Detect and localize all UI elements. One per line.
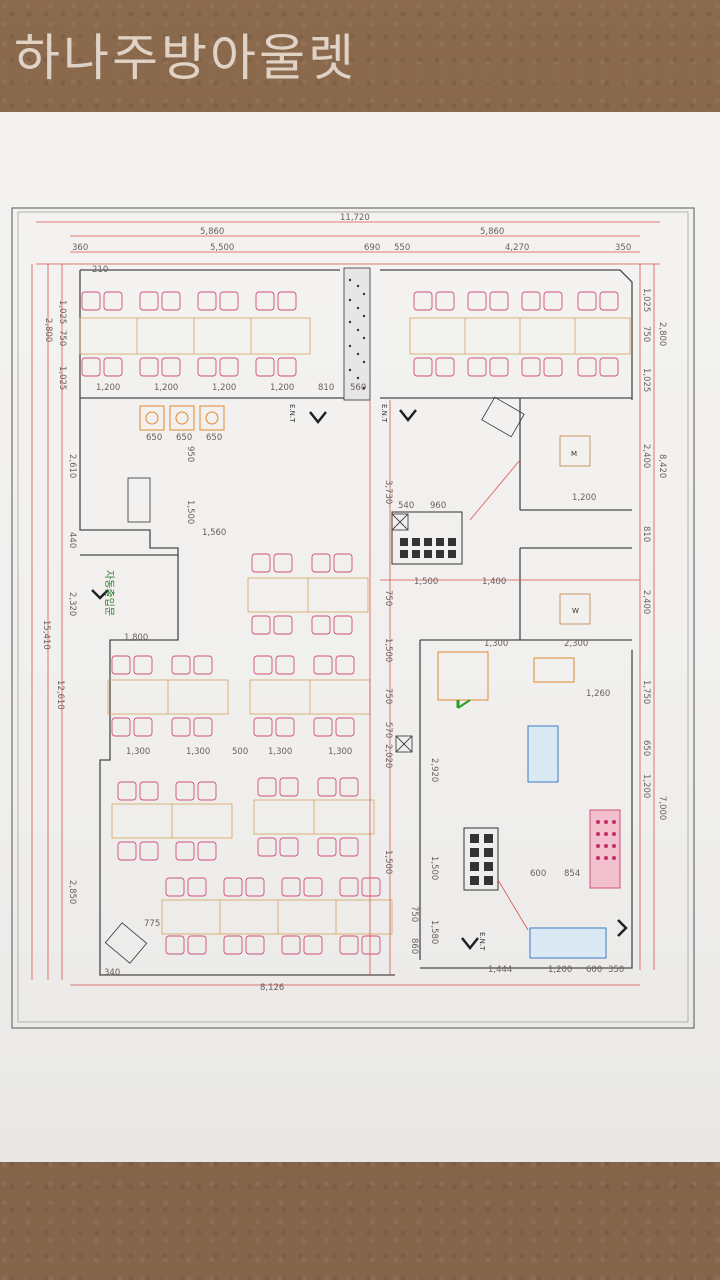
dim-1300: 1,300 bbox=[484, 639, 508, 649]
ent-label-3: E.N.T bbox=[478, 932, 486, 951]
dim-1500: 1,500 bbox=[414, 577, 438, 587]
dim-right-750: 750 bbox=[641, 326, 651, 342]
dim-table-3: 1,200 bbox=[212, 383, 236, 393]
dim-mid-1500d: 1,500 bbox=[429, 856, 439, 880]
dim-room-1800: 1,800 bbox=[124, 633, 148, 643]
dim-left-1025a: 1,025 bbox=[57, 300, 67, 324]
dim-mid-3730: 3,730 bbox=[383, 480, 393, 504]
dim-right-1025b: 1,025 bbox=[641, 368, 651, 392]
dim-1444: 1,444 bbox=[488, 965, 512, 975]
dim-left-2800: 2,800 bbox=[43, 318, 53, 342]
dim-left-2320: 2,320 bbox=[67, 592, 77, 616]
dim-right-8420: 8,420 bbox=[657, 454, 667, 478]
dim-table-1: 1,200 bbox=[96, 383, 120, 393]
dim-row-1300-a: 1,300 bbox=[126, 747, 150, 757]
dim-left-750: 750 bbox=[57, 330, 67, 346]
dim-top-690: 690 bbox=[364, 243, 380, 253]
dim-bottom-total: 8,126 bbox=[260, 983, 284, 993]
dim-row-1300-b: 1,300 bbox=[186, 747, 210, 757]
dim-top-4270: 4,270 bbox=[505, 243, 529, 253]
dim-left-2850: 2,850 bbox=[67, 880, 77, 904]
dim-row-1300-c: 1,300 bbox=[268, 747, 292, 757]
dim-half-right: 5,860 bbox=[480, 227, 504, 237]
dim-mid-1580: 1,580 bbox=[429, 920, 439, 944]
dim-half-left: 5,860 bbox=[200, 227, 224, 237]
dim-right-810: 810 bbox=[641, 526, 651, 542]
dim-600: 600 bbox=[530, 869, 546, 879]
room-m-label: M bbox=[571, 450, 577, 458]
dim-sink-2: 650 bbox=[176, 433, 192, 443]
dim-right-1200: 1,200 bbox=[641, 774, 651, 798]
dim-top-360: 360 bbox=[72, 243, 88, 253]
dim-row-1300-d: 1,300 bbox=[328, 747, 352, 757]
dim-mid-860: 860 bbox=[409, 938, 419, 954]
dim-bottom-340: 340 bbox=[104, 968, 120, 978]
dim-960: 960 bbox=[430, 501, 446, 511]
dim-top-210: 210 bbox=[92, 265, 108, 275]
dim-left-440: 440 bbox=[67, 532, 77, 548]
room-w-label: W bbox=[572, 607, 579, 615]
dim-overall-width: 11,720 bbox=[340, 213, 370, 223]
dim-left-15410: 15,410 bbox=[41, 620, 51, 650]
ent-label-2: E.N.T bbox=[380, 404, 388, 423]
dim-top-350: 350 bbox=[615, 243, 631, 253]
dim-1260: 1,260 bbox=[586, 689, 610, 699]
dim-corridor-560: 560 bbox=[350, 383, 366, 393]
dim-bottom-1200: 1,200 bbox=[548, 965, 572, 975]
dim-mid-950: 950 bbox=[185, 446, 195, 462]
dim-table-4: 1,200 bbox=[270, 383, 294, 393]
dim-bottom-350: 350 bbox=[608, 965, 624, 975]
dim-left-1025b: 1,025 bbox=[57, 366, 67, 390]
dim-1560: 1,560 bbox=[202, 528, 226, 538]
dim-sink-1: 650 bbox=[146, 433, 162, 443]
dim-1200: 1,200 bbox=[572, 493, 596, 503]
dim-right-2400a: 2,400 bbox=[641, 444, 651, 468]
dim-mid-1500c: 1,500 bbox=[383, 850, 393, 874]
dim-854: 854 bbox=[564, 869, 580, 879]
dim-mid-750b: 750 bbox=[383, 688, 393, 704]
dim-right-2400b: 2,400 bbox=[641, 590, 651, 614]
dim-right-650: 650 bbox=[641, 740, 651, 756]
dim-row-500: 500 bbox=[232, 747, 248, 757]
dim-right-2800: 2,800 bbox=[657, 322, 667, 346]
dim-corridor-810: 810 bbox=[318, 383, 334, 393]
dim-right-1025a: 1,025 bbox=[641, 288, 651, 312]
dim-mid-2920: 2,920 bbox=[429, 758, 439, 782]
dim-mid-2020: 2,020 bbox=[383, 744, 393, 768]
dim-2300: 2,300 bbox=[564, 639, 588, 649]
dim-right-1750: 1,750 bbox=[641, 680, 651, 704]
dim-1400: 1,400 bbox=[482, 577, 506, 587]
dim-top-5500: 5,500 bbox=[210, 243, 234, 253]
dim-right-7000: 7,000 bbox=[657, 796, 667, 820]
dim-table-2: 1,200 bbox=[154, 383, 178, 393]
watermark-text: 하나주방아울렛 bbox=[14, 29, 357, 87]
dim-540: 540 bbox=[398, 501, 414, 511]
dim-bottom-775: 775 bbox=[144, 919, 160, 929]
dim-mid-570: 570 bbox=[383, 722, 393, 738]
dim-left-12610: 12,610 bbox=[55, 680, 65, 710]
ent-label-1: E.N.T bbox=[288, 404, 296, 423]
dim-mid-750c: 750 bbox=[409, 906, 419, 922]
dim-bottom-600: 600 bbox=[586, 965, 602, 975]
auto-door-label: 자동출입문 bbox=[103, 570, 116, 616]
dim-sink-3: 650 bbox=[206, 433, 222, 443]
dim-mid-750a: 750 bbox=[383, 590, 393, 606]
dim-mid-1500b: 1,500 bbox=[383, 638, 393, 662]
dim-mid-1500: 1,500 bbox=[185, 500, 195, 524]
dim-top-550: 550 bbox=[394, 243, 410, 253]
dim-left-2610: 2,610 bbox=[67, 454, 77, 478]
